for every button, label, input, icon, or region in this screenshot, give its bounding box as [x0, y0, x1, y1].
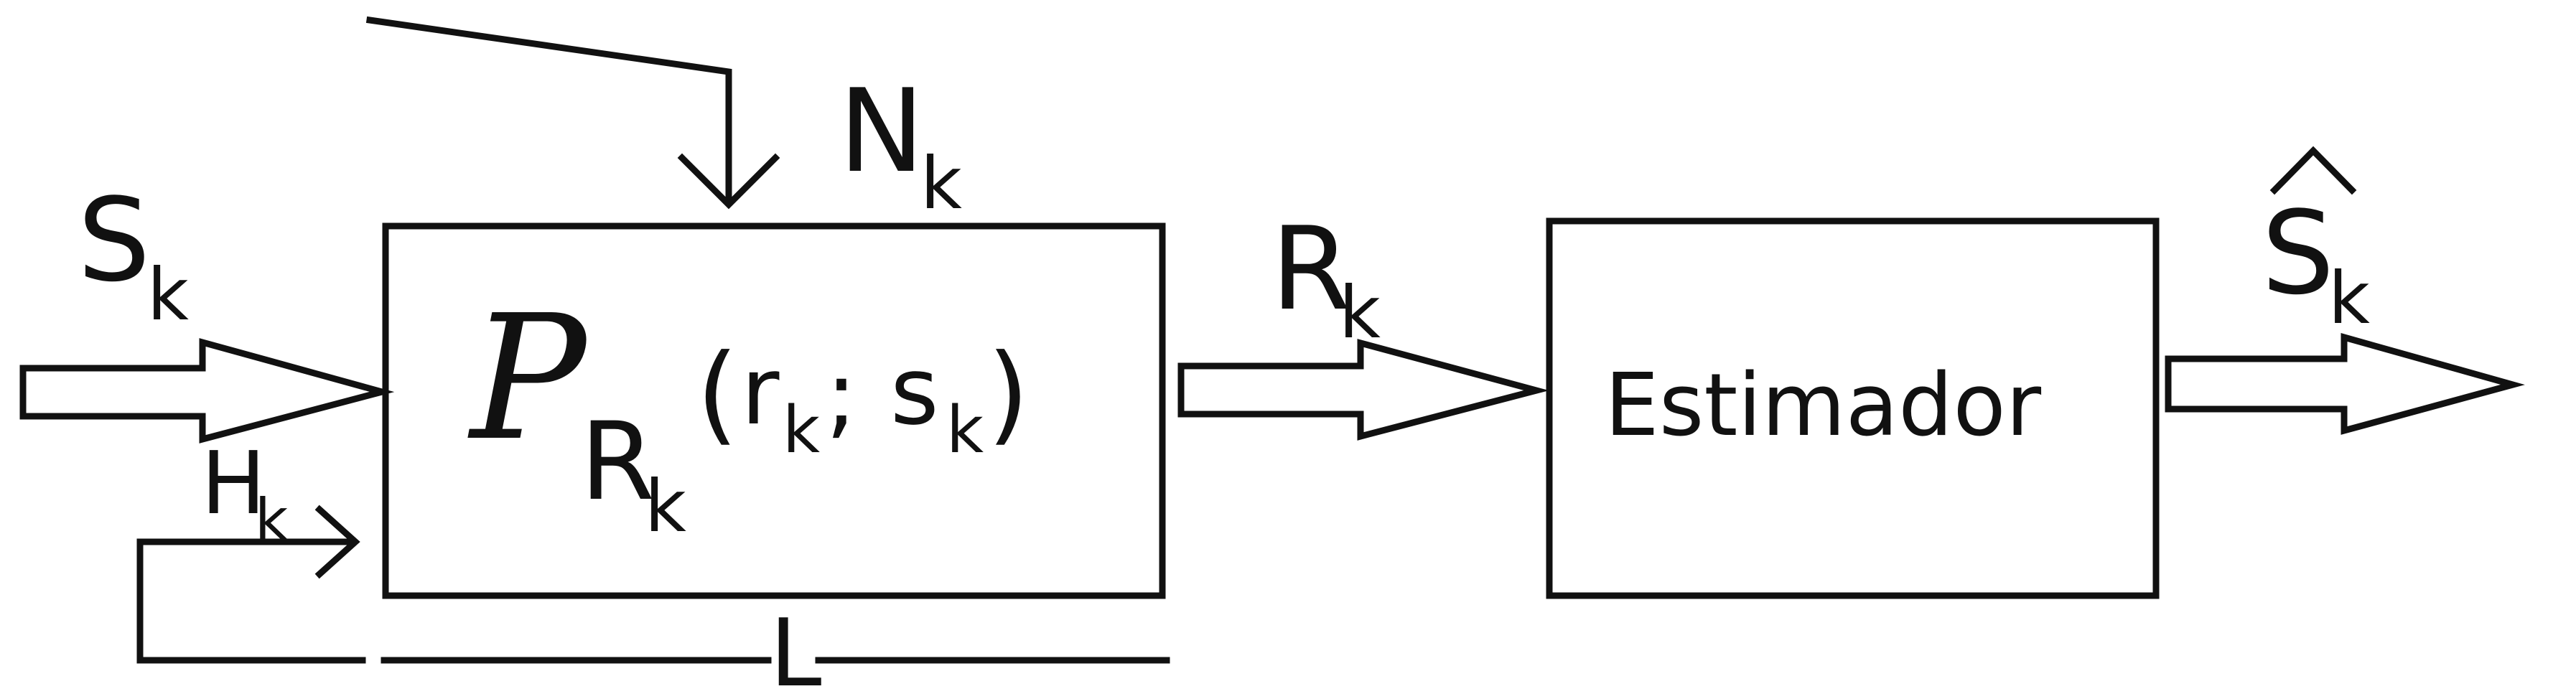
- input-label-subscript: k: [147, 253, 189, 337]
- channel-close-paren: ): [987, 332, 1030, 456]
- noise-label: N: [839, 64, 925, 198]
- output-label: R: [1271, 202, 1350, 336]
- channel-r-main: R: [580, 400, 655, 525]
- channel-label: H: [201, 434, 266, 534]
- estimate-label-subscript: k: [2328, 256, 2370, 340]
- input-label: S: [78, 173, 151, 307]
- channel-arg2-main: s: [890, 337, 939, 446]
- channel-open-paren: (: [696, 332, 739, 456]
- channel-arrowhead: [314, 505, 360, 579]
- channel-r-subscript: k: [645, 464, 686, 548]
- estimate-arrow: [2165, 333, 2525, 435]
- estimator-label: Estimador: [1605, 356, 2042, 456]
- channel-feedback-line: [136, 538, 366, 664]
- estimate-hat: [2269, 146, 2357, 195]
- estimator-block: [1546, 217, 2160, 599]
- noise-label-subscript: k: [920, 141, 962, 225]
- script-p-symbol: P: [467, 278, 589, 479]
- noise-line: [365, 16, 732, 203]
- noise-arrowhead: [677, 153, 780, 210]
- channel-separator: ;: [826, 340, 857, 449]
- input-arrow: [19, 338, 395, 444]
- channel-arg1-main: r: [741, 337, 780, 446]
- channel-arg2-subscript: k: [946, 393, 984, 468]
- length-label: L: [770, 599, 821, 699]
- channel-arg1-subscript: k: [783, 393, 820, 468]
- estimate-label: S: [2262, 186, 2335, 320]
- channel-block: [382, 222, 1166, 599]
- output-arrow: [1177, 339, 1549, 441]
